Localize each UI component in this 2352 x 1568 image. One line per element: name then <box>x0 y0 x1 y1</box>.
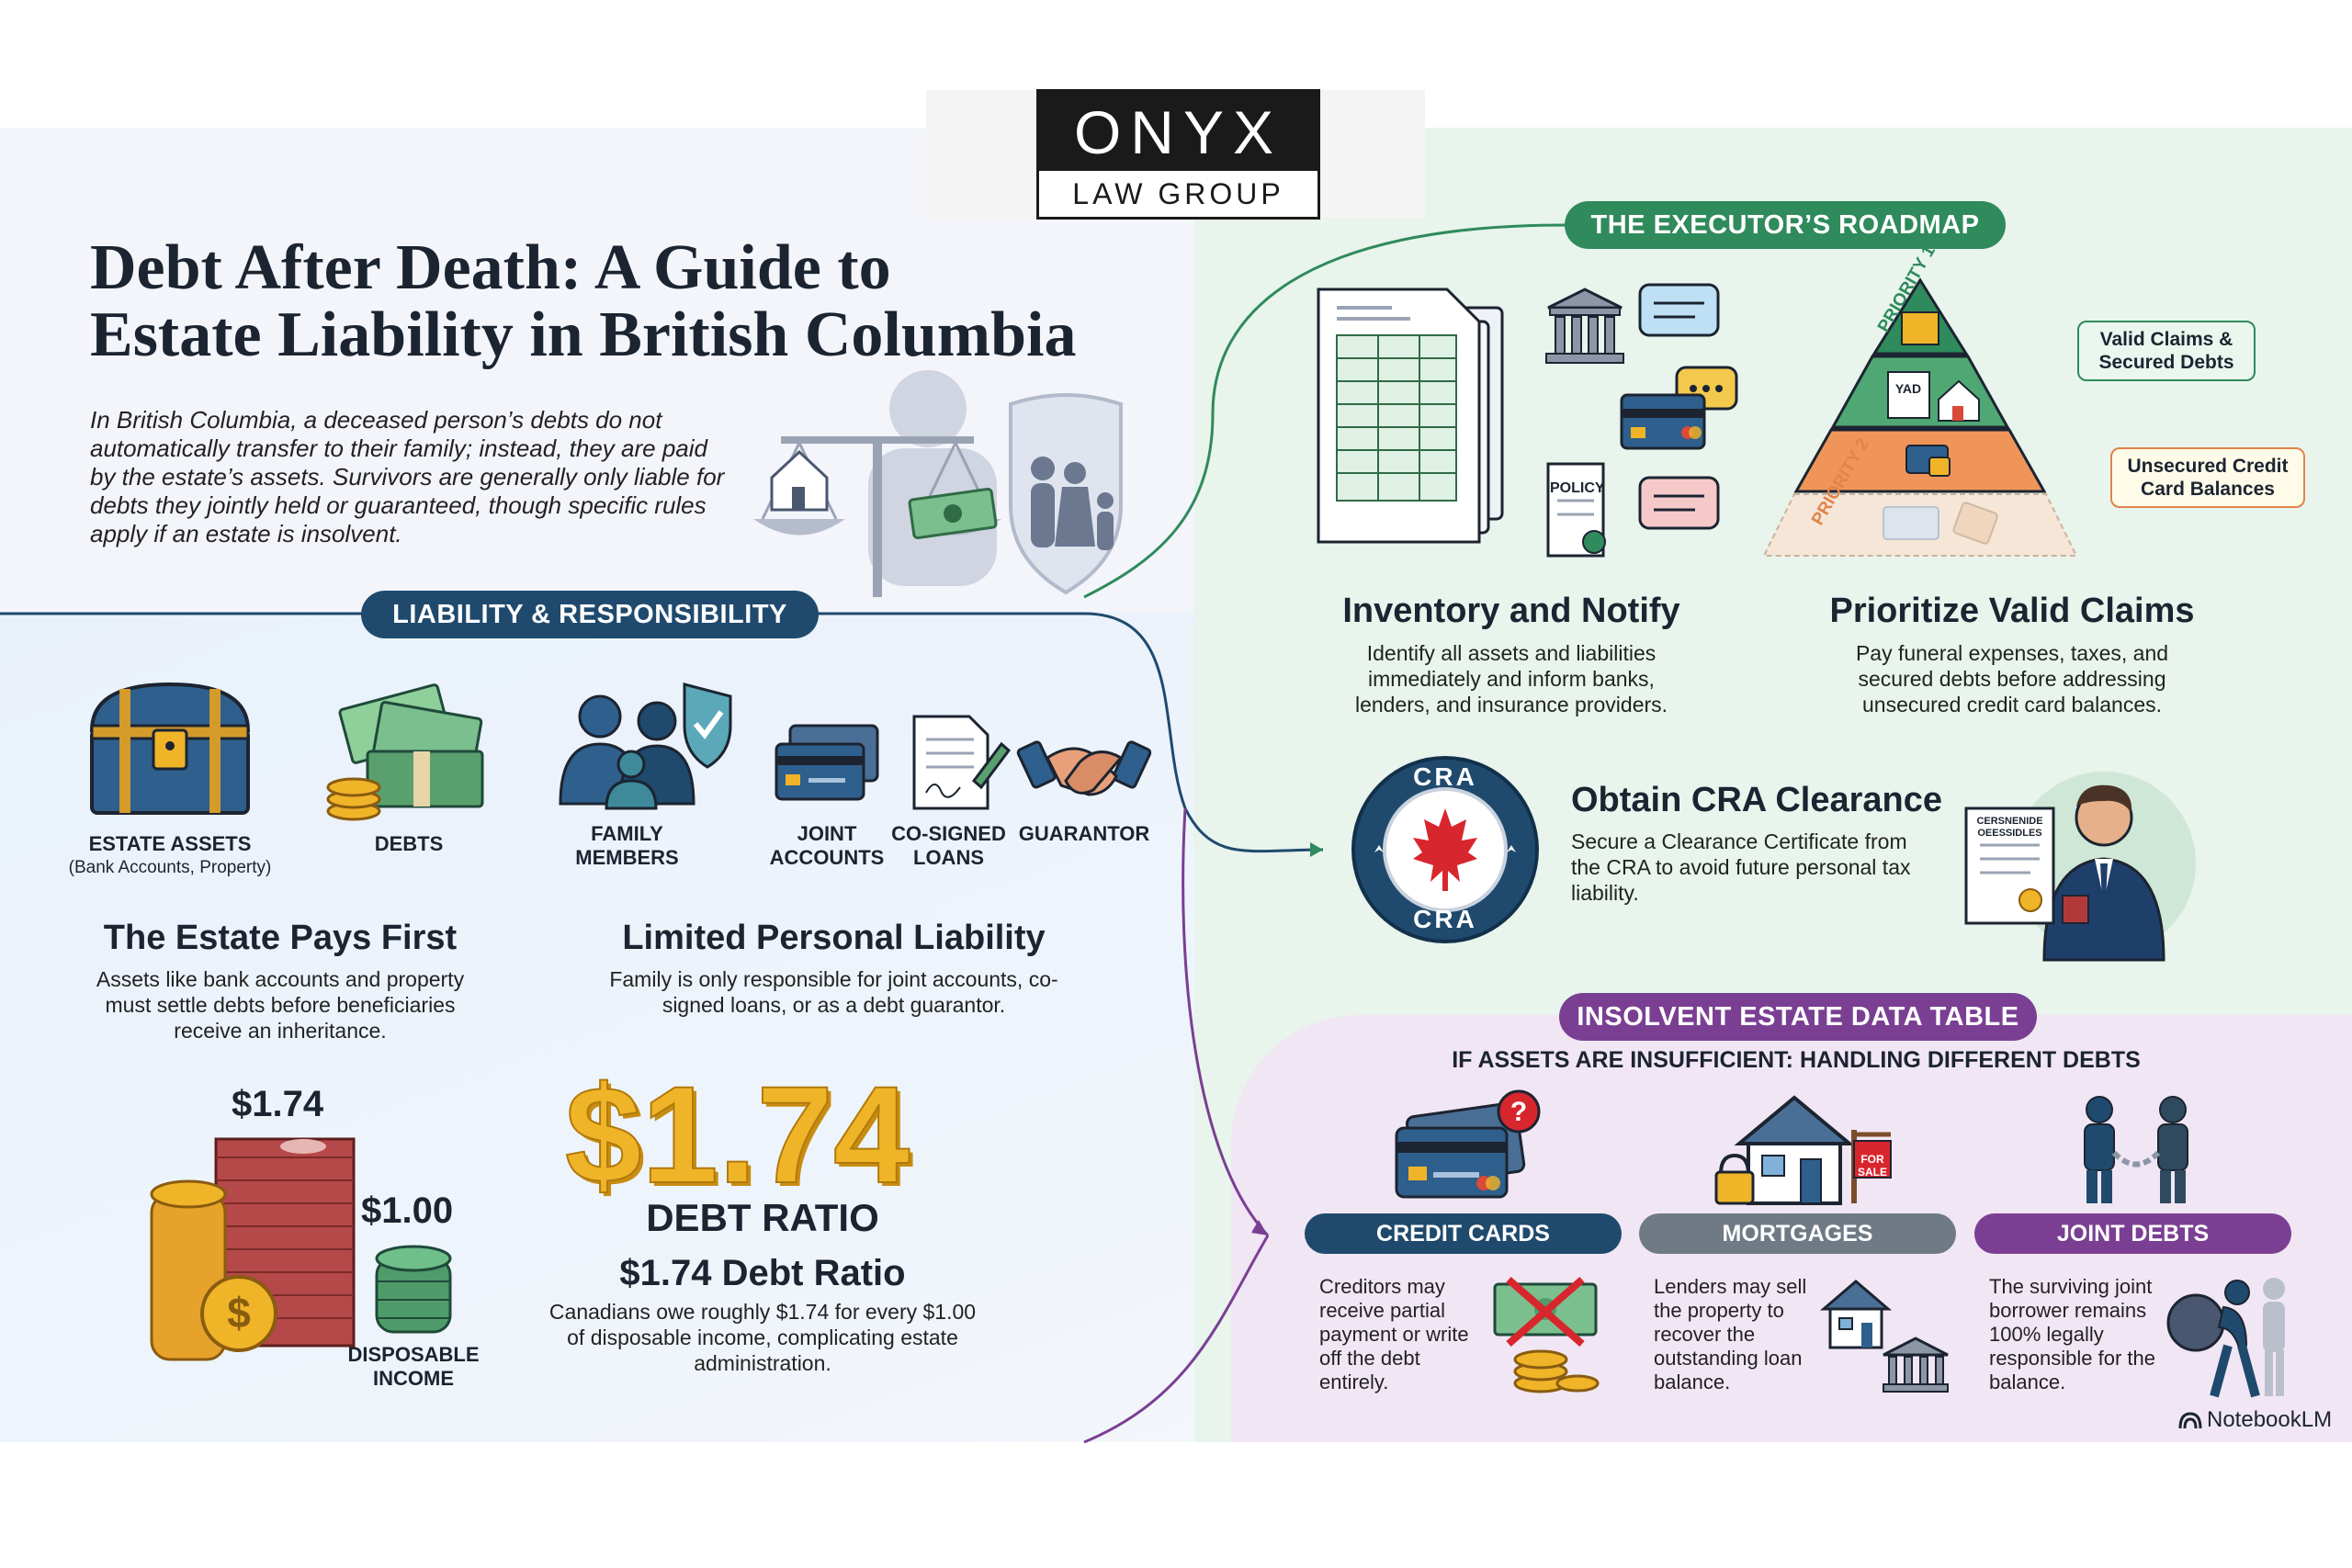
credit-cards-body: Creditors may receive partial payment or… <box>1319 1275 1469 1393</box>
debt-ratio-label: DEBT RATIO <box>646 1196 879 1239</box>
mortgages-column: MORTGAGES <box>1639 1213 1956 1254</box>
title-line-2: Estate Liability in British Columbia <box>90 299 1077 370</box>
page-title: Debt After Death: A Guide to Estate Liab… <box>90 234 1193 368</box>
prioritize-body: Pay funeral expenses, taxes, and secured… <box>1855 641 2169 716</box>
family-label-line-1: FAMILY <box>591 822 663 845</box>
disposable-income-label: DISPOSABLE INCOME <box>335 1343 492 1391</box>
scales-justice-icon <box>753 370 1123 597</box>
limited-liability-body: Family is only responsible for joint acc… <box>609 967 1058 1017</box>
family-label-line-2: MEMBERS <box>575 846 679 869</box>
estate-assets-subtitle: (Bank Accounts, Property) <box>68 858 272 877</box>
joint-accounts-label: JOINT ACCOUNTS <box>753 822 900 870</box>
inventory-body: Identify all assets and liabilities imme… <box>1354 641 1668 716</box>
svg-text:YAD: YAD <box>1895 381 1921 396</box>
notebooklm-icon <box>2178 1412 2202 1429</box>
estate-assets-label: ESTATE ASSETS (Bank Accounts, Property) <box>37 832 303 880</box>
house-for-sale-icon <box>1714 1095 1892 1205</box>
onyx-logo: ONYX LAW GROUP <box>1036 89 1320 220</box>
signed-document-icon <box>912 715 1012 810</box>
priority-pyramid-icon: YAD <box>1762 277 2078 557</box>
for-sale-sign: FOR SALE <box>1857 1153 1887 1179</box>
svg-text:$: $ <box>227 1289 251 1337</box>
credit-card-question-icon: ? <box>1395 1089 1541 1199</box>
svg-text:?: ? <box>1510 1097 1527 1127</box>
debt-value-label: $1.74 <box>232 1084 324 1124</box>
insolvent-subheader: IF ASSETS ARE INSUFFICIENT: HANDLING DIF… <box>1452 1047 2141 1073</box>
treasure-chest-icon <box>89 682 251 815</box>
policy-label: POLICY <box>1550 480 1605 496</box>
family-members-label: FAMILY MEMBERS <box>551 822 703 870</box>
inventory-title: Inventory and Notify <box>1342 592 1680 630</box>
debt-money-stack-icon: $ <box>150 1137 356 1361</box>
joint-debts-column: JOINT DEBTS <box>1974 1213 2291 1254</box>
roadmap-header: THE EXECUTOR’S ROADMAP <box>1565 201 2006 249</box>
estate-pays-body: Assets like bank accounts and property m… <box>96 967 465 1043</box>
joint-label-line-2: ACCOUNTS <box>769 846 885 869</box>
cash-stack-icon <box>326 683 484 821</box>
estate-pays-title: The Estate Pays First <box>103 919 458 957</box>
cosigned-loans-label: CO-SIGNED LOANS <box>882 822 1015 870</box>
notebooklm-brand: NotebookLM <box>2207 1407 2333 1432</box>
intro-paragraph: In British Columbia, a deceased person’s… <box>90 406 725 547</box>
income-label-line-2: INCOME <box>373 1367 454 1390</box>
chained-people-icon <box>2084 1096 2188 1203</box>
credit-cards-icon <box>775 724 879 801</box>
unsecured-credit-box: Unsecured Credit Card Balances <box>2110 447 2305 508</box>
cosigned-label-line-1: CO-SIGNED <box>891 822 1006 845</box>
income-value-label: $1.00 <box>361 1190 454 1231</box>
cra-seal-bottom: CRA <box>1413 905 1477 933</box>
executor-certificate-icon <box>1964 772 2196 962</box>
joint-debts-body: The surviving joint borrower remains 100… <box>1989 1275 2155 1393</box>
cra-title: Obtain CRA Clearance <box>1571 781 1943 819</box>
insolvent-header: INSOLVENT ESTATE DATA TABLE <box>1559 993 2037 1041</box>
mortgages-body: Lenders may sell the property to recover… <box>1654 1275 1807 1393</box>
cra-seal-icon <box>1351 756 1539 943</box>
credit-cards-column: CREDIT CARDS <box>1305 1213 1622 1254</box>
logo-subtitle: LAW GROUP <box>1039 171 1317 217</box>
certificate-text: CERSNENIDE OEESSIDLES <box>1976 816 2043 839</box>
guarantor-label: GUARANTOR <box>1018 822 1150 845</box>
debt-ratio-body: Canadians owe roughly $1.74 for every $1… <box>548 1300 977 1375</box>
cosigned-label-line-2: LOANS <box>913 846 984 869</box>
logo-name: ONYX <box>1073 98 1283 166</box>
income-label-line-1: DISPOSABLE <box>347 1343 480 1366</box>
debts-label: DEBTS <box>374 832 444 855</box>
family-shield-icon <box>559 682 732 810</box>
cra-seal-top: CRA <box>1413 762 1477 791</box>
valid-claims-box: Valid Claims & Secured Debts <box>2077 321 2256 381</box>
limited-liability-title: Limited Personal Liability <box>622 919 1046 957</box>
estate-assets-title: ESTATE ASSETS <box>88 832 252 855</box>
house-bank-icon <box>1819 1280 1949 1393</box>
liability-header: LIABILITY & RESPONSIBILITY <box>361 591 819 638</box>
cra-body: Secure a Clearance Certificate from the … <box>1571 829 1911 905</box>
debt-ratio-title: $1.74 Debt Ratio <box>619 1253 906 1293</box>
burden-person-icon <box>2166 1278 2285 1398</box>
prioritize-title: Prioritize Valid Claims <box>1829 592 2195 630</box>
title-line-1: Debt After Death: A Guide to <box>90 232 891 303</box>
big-debt-ratio: $1.74 <box>564 1057 910 1212</box>
handshake-icon <box>1016 740 1152 796</box>
canceled-cash-icon <box>1493 1276 1600 1393</box>
inventory-documents-icon <box>1317 283 1738 558</box>
joint-label-line-1: JOINT <box>797 822 857 845</box>
income-coins-icon <box>375 1245 452 1334</box>
